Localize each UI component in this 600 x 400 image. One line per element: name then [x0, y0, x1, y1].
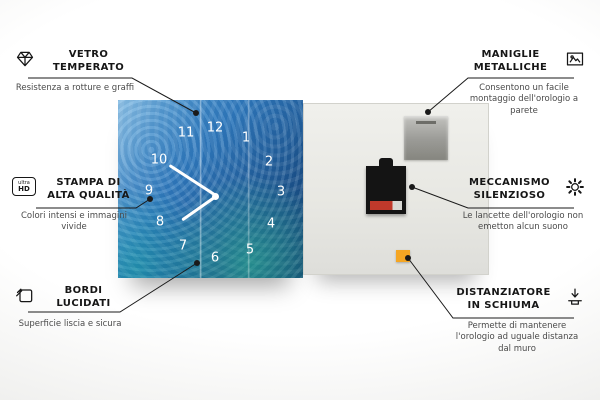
clock-number: 1 — [241, 130, 251, 146]
foam-spacer-icon — [564, 286, 586, 307]
clock-center-cap — [212, 193, 219, 200]
feature-title: STAMPA DI ALTA QUALITÀ — [47, 177, 130, 201]
feature-description: Colori intensi e immagini vivide — [20, 211, 127, 233]
feature-foam-spacer: DISTANZIATORE IN SCHIUMA Permette di man… — [448, 286, 586, 355]
clock-number: 6 — [210, 250, 220, 266]
clock-number: 3 — [276, 184, 286, 200]
clock-number: 8 — [155, 214, 165, 230]
clock-number: 9 — [144, 183, 154, 199]
feature-tempered-glass: VETRO TEMPERATO Resistenza a rotture e g… — [14, 48, 136, 94]
gear-icon — [564, 176, 586, 197]
clock-number: 11 — [177, 125, 195, 141]
feature-title: MECCANISMO SILENZIOSO — [469, 177, 550, 201]
ultra-hd-icon: ultra HD — [12, 176, 36, 196]
feature-title: MANIGLIE METALLICHE — [473, 49, 548, 73]
feature-description: Consentono un facile montaggio dell'orol… — [469, 83, 579, 116]
hour-hand — [180, 194, 217, 222]
feature-title: DISTANZIATORE IN SCHIUMA — [456, 287, 551, 311]
feature-description: Le lancette dell'orologio non emetton al… — [462, 211, 584, 233]
clock-front-panel: 1 2 3 4 5 6 7 8 9 10 11 12 — [118, 100, 303, 278]
foam-spacer — [396, 250, 410, 262]
feature-metal-handles: MANIGLIE METALLICHE Consentono un facile… — [462, 48, 586, 117]
ultra-hd-label-bottom: HD — [18, 184, 30, 193]
clock-number: 5 — [245, 242, 255, 258]
minute-hand — [168, 164, 217, 198]
feature-title: BORDI LUCIDATI — [56, 285, 111, 309]
clock-number: 12 — [206, 120, 224, 136]
clock-number: 2 — [264, 154, 274, 170]
feature-description: Resistenza a rotture e graffi — [15, 83, 135, 93]
feature-silent-mechanism: MECCANISMO SILENZIOSO Le lancette dell'o… — [460, 176, 586, 234]
feature-title: VETRO TEMPERATO — [52, 49, 125, 73]
feature-polished-edges: BORDI LUCIDATI Superficie liscia e sicur… — [14, 284, 126, 330]
polished-edge-icon — [14, 284, 36, 305]
clock-number: 7 — [178, 238, 188, 254]
ultra-hd-label-top: ultra — [18, 179, 30, 186]
picture-frame-icon — [564, 48, 586, 69]
clock-mechanism — [366, 158, 406, 214]
metal-handle-plate — [404, 116, 448, 160]
clock-number: 4 — [266, 216, 276, 232]
feature-description: Permette di mantenere l'orologio ad ugua… — [455, 321, 579, 354]
diamond-icon — [14, 48, 36, 69]
feature-description: Superficie liscia e sicura — [18, 319, 122, 329]
clock-back-panel — [303, 103, 489, 275]
clock-number: 10 — [150, 152, 168, 168]
feature-high-quality-print: ultra HD STAMPA DI ALTA QUALITÀ Colori i… — [12, 176, 136, 234]
battery — [370, 201, 402, 210]
